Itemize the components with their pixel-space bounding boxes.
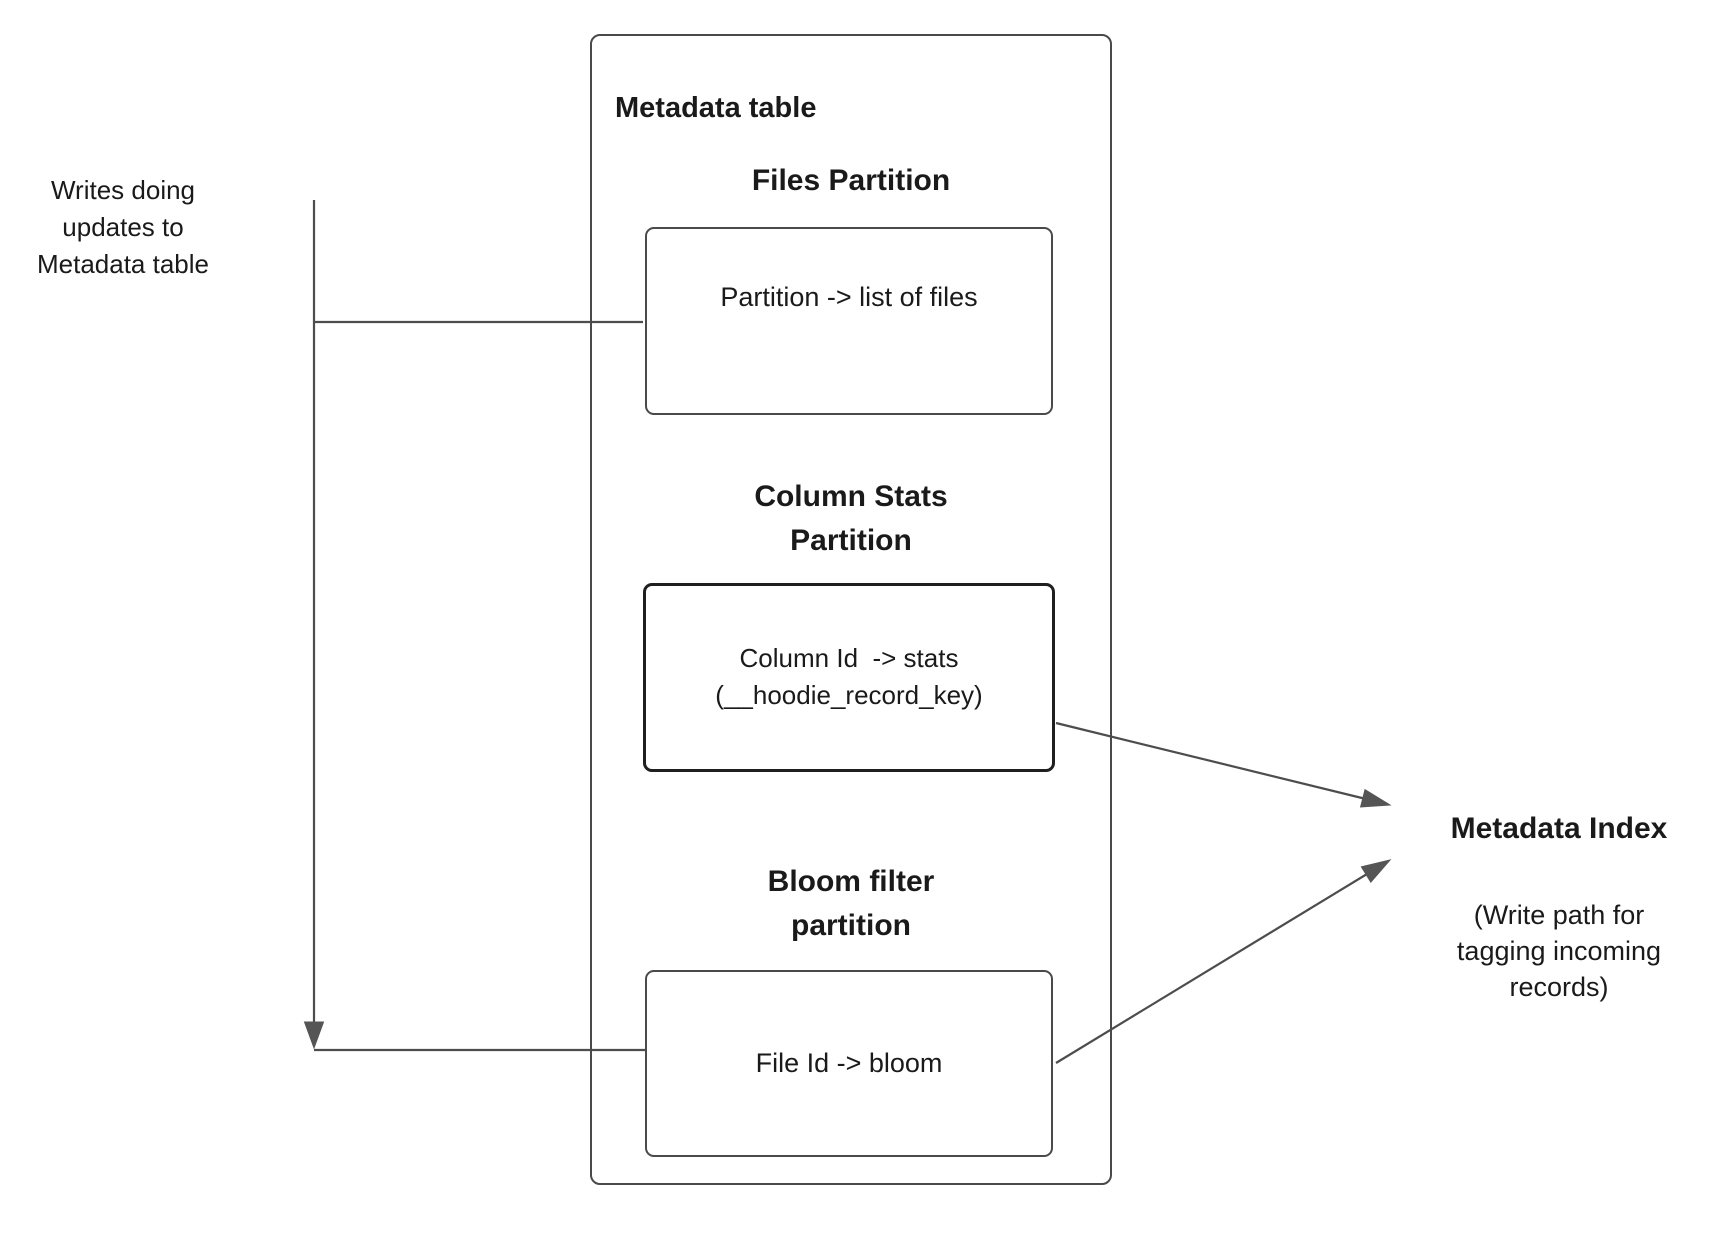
bloom-filter-partition-box: File Id -> bloom xyxy=(645,970,1053,1157)
up-right-arrowhead-icon xyxy=(1360,859,1392,884)
bloom-filter-box-text: File Id -> bloom xyxy=(755,1048,943,1078)
files-partition-heading: Files Partition xyxy=(751,164,951,197)
writes-updates-note: Writes doing updates to Metadata table xyxy=(36,175,209,279)
column-stats-box-text: Column Id -> stats (__hoodie_record_key) xyxy=(715,643,983,710)
column-stats-partition-heading: Column Stats Partition xyxy=(754,480,948,557)
metadata-index-title: Metadata Index xyxy=(1450,812,1668,845)
down-arrowhead-icon xyxy=(303,1021,325,1050)
files-partition-box-text: Partition -> list of files xyxy=(720,282,978,312)
metadata-table-title: Metadata table xyxy=(615,92,817,124)
files-partition-box: Partition -> list of files xyxy=(645,227,1053,415)
metadata-table-box xyxy=(590,34,1112,1185)
right-arrowhead-icon xyxy=(1359,788,1392,808)
column-stats-partition-box: Column Id -> stats (__hoodie_record_key) xyxy=(643,583,1055,772)
metadata-index-caption: (Write path for tagging incoming records… xyxy=(1456,900,1662,1002)
bloom-filter-partition-heading: Bloom filter partition xyxy=(767,865,935,942)
